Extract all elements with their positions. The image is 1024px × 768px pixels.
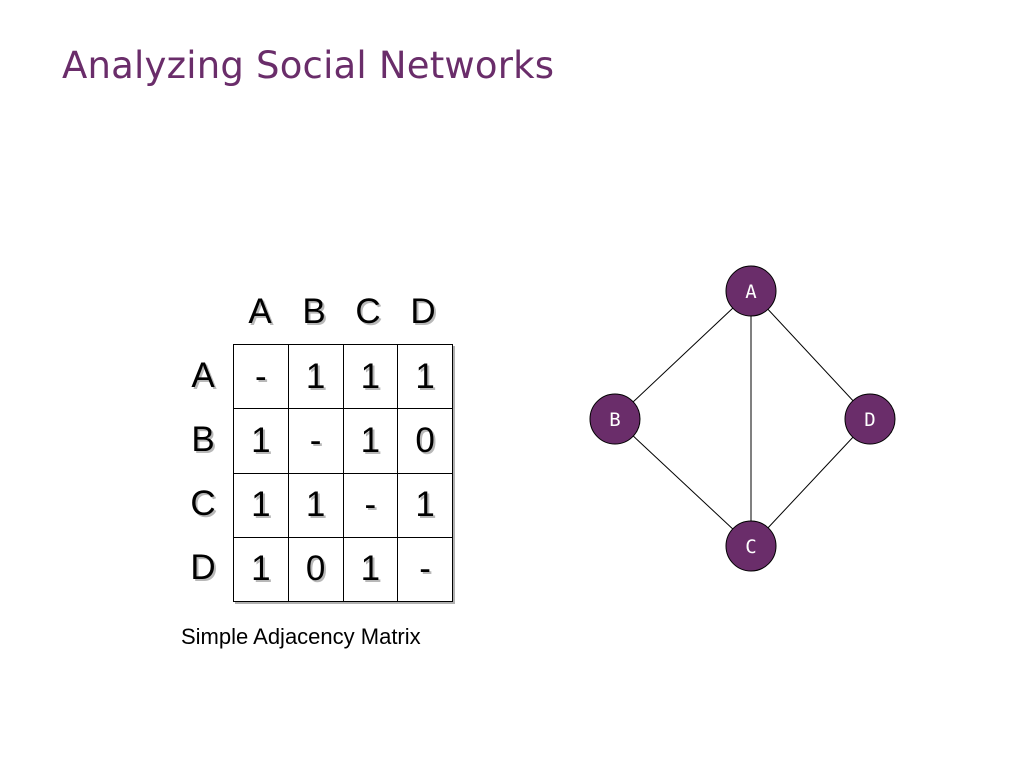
matrix-cell-c-c: - xyxy=(342,472,399,538)
matrix-row-d: 1 0 1 - xyxy=(233,536,453,603)
matrix-cell-a-d: 1 xyxy=(397,343,453,410)
graph-node-b-circle xyxy=(589,393,641,445)
matrix-row-a: - 1 1 1 xyxy=(233,343,453,410)
graph-node-d-circle xyxy=(844,393,896,445)
matrix-col-header-b: B xyxy=(302,292,326,331)
slide-title: Analyzing Social Networks xyxy=(62,44,555,87)
graph-edges xyxy=(614,290,871,547)
matrix-row-header-c: C xyxy=(190,484,216,523)
graph-nodes: A B C D xyxy=(589,265,896,572)
edge-a-d xyxy=(750,290,871,420)
matrix-cell-b-b: - xyxy=(287,408,344,474)
matrix-cell-d-d: - xyxy=(397,536,453,603)
matrix-row-header-a: A xyxy=(191,356,215,395)
matrix-cell-a-c: 1 xyxy=(342,343,399,410)
matrix-col-header-a: A xyxy=(248,292,272,331)
matrix-cell-a-a: - xyxy=(233,343,289,410)
graph-node-c-label: C xyxy=(745,536,756,558)
graph-node-b-label: B xyxy=(609,409,620,431)
matrix-row-header-d: D xyxy=(190,548,216,587)
matrix-cell-d-a: 1 xyxy=(233,536,289,603)
graph-node-c: C xyxy=(725,520,777,572)
edge-b-c xyxy=(614,418,752,547)
matrix-row-header-b: B xyxy=(191,420,215,459)
graph-node-d: D xyxy=(844,393,896,445)
matrix-cell-b-d: 0 xyxy=(397,408,453,474)
matrix-col-header-c: C xyxy=(355,292,381,331)
matrix-cell-a-b: 1 xyxy=(287,343,344,410)
matrix-col-header-d: D xyxy=(410,292,436,331)
matrix-cell-d-c: 1 xyxy=(342,536,399,603)
matrix-row-b: 1 - 1 0 xyxy=(233,408,453,474)
matrix-cell-c-b: 1 xyxy=(287,472,344,538)
matrix-cell-b-c: 1 xyxy=(342,408,399,474)
graph-node-a-label: A xyxy=(745,281,757,303)
matrix-cell-c-a: 1 xyxy=(233,472,289,538)
matrix-caption: Simple Adjacency Matrix xyxy=(181,624,421,649)
graph-node-b: B xyxy=(589,393,641,445)
graph-node-c-circle xyxy=(725,520,777,572)
graph-node-a: A xyxy=(725,265,777,317)
edge-a-b xyxy=(614,290,752,420)
matrix-row-c: 1 1 - 1 xyxy=(233,472,453,538)
matrix-cell-c-d: 1 xyxy=(397,472,453,538)
edge-c-d xyxy=(750,418,871,547)
matrix-cell-d-b: 0 xyxy=(287,536,344,603)
matrix-grid: - 1 1 1 1 - 1 0 1 1 - 1 1 0 1 - xyxy=(233,343,453,603)
graph-node-d-label: D xyxy=(864,409,875,431)
graph-node-a-circle xyxy=(725,265,777,317)
